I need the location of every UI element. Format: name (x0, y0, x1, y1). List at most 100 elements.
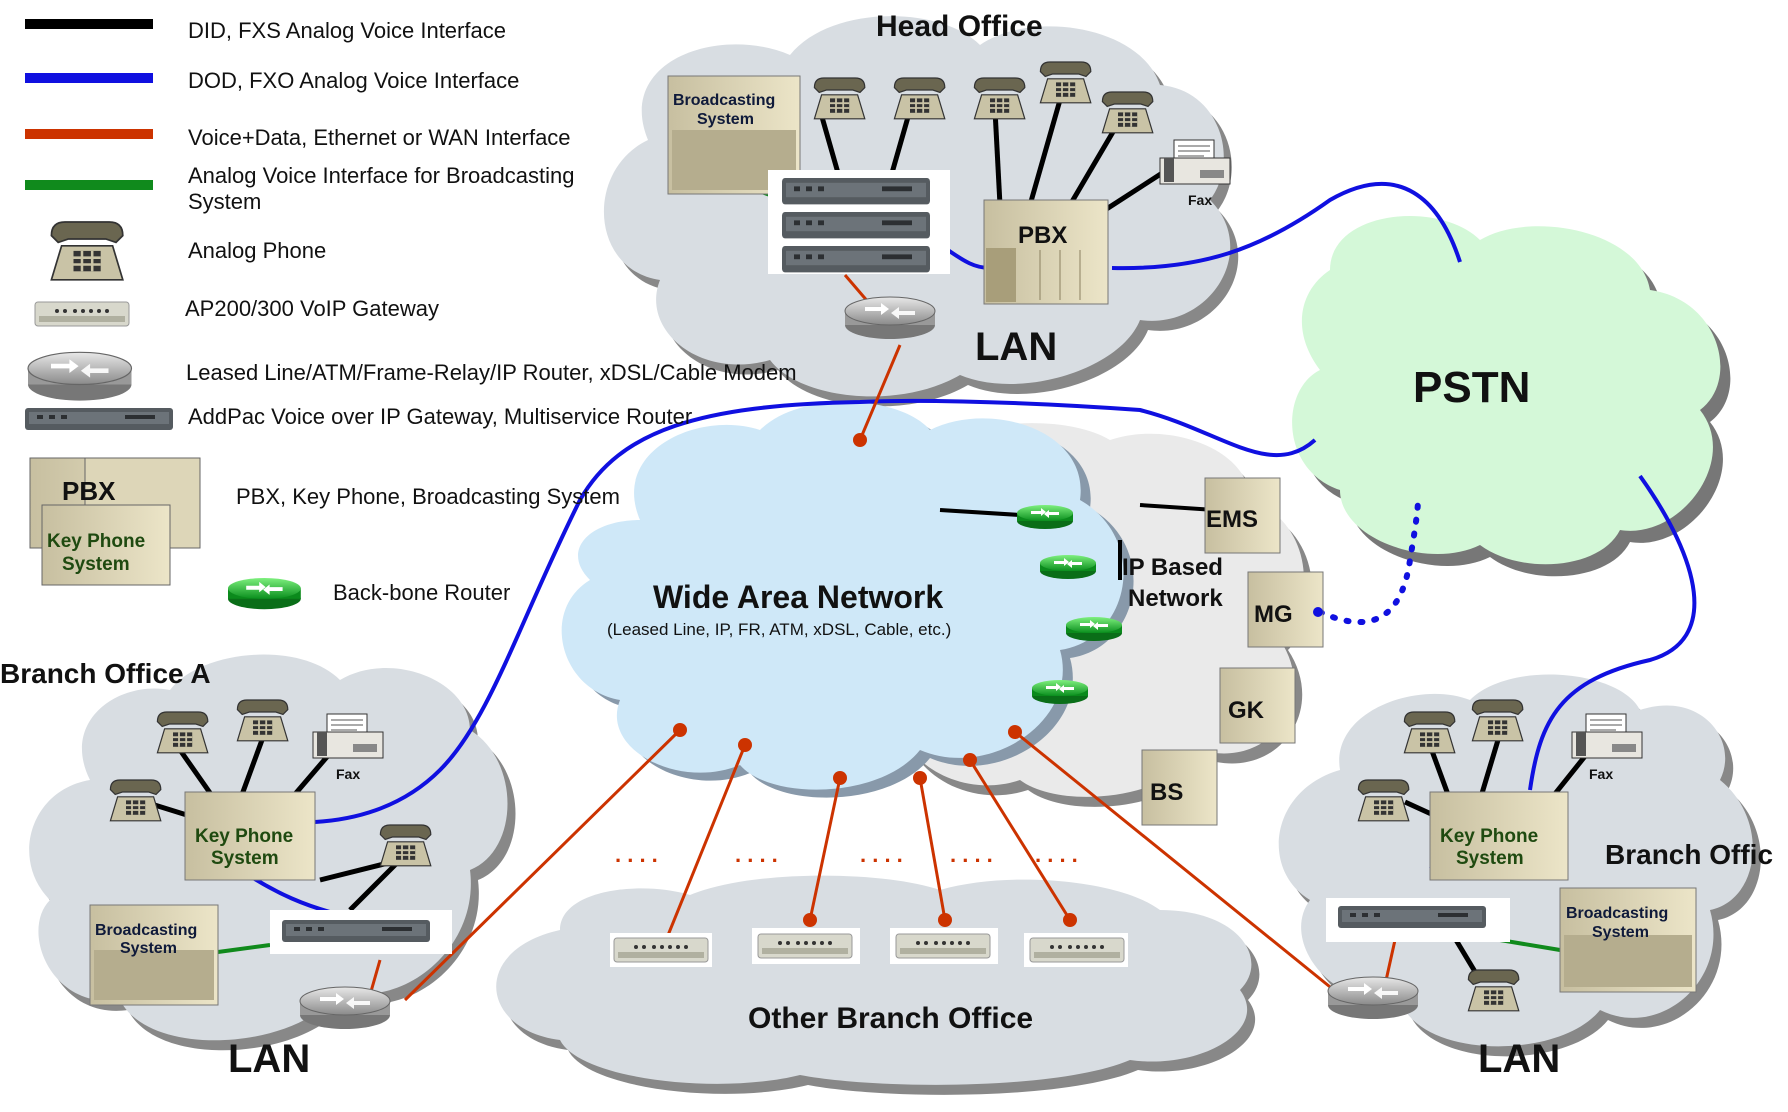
pbx-keyphone-icon: PBX Key Phone System (29, 457, 201, 586)
keyphone-label-2: System (211, 848, 279, 869)
legend-text-multiservice: AddPac Voice over IP Gateway, Multiservi… (188, 404, 692, 429)
ip-network-label-2: Network (1128, 585, 1223, 612)
head-router-icon (844, 296, 936, 340)
broadcasting-label-2: System (1592, 924, 1649, 941)
broadcasting-label-2: System (120, 940, 177, 957)
backbone-router-icon (228, 578, 301, 610)
phone-icon (1101, 91, 1154, 134)
legend-text-backbone: Back-bone Router (333, 580, 510, 605)
backbone-router-4 (1032, 680, 1088, 704)
legend-text-broadcast: Analog Voice Interface for Broadcasting (188, 163, 574, 188)
gk-label: GK (1228, 697, 1265, 724)
red-lines (368, 274, 1397, 1002)
ems-label: EMS (1206, 506, 1258, 533)
keyphone-label: Key Phone (195, 826, 293, 847)
phone-icon (1403, 711, 1456, 754)
branch-a-title: Branch Office A (0, 658, 211, 689)
black-dashes-ip (939, 503, 1216, 580)
legend-keyphone-label: Key Phone (47, 531, 145, 552)
legend-text-phone: Analog Phone (188, 238, 326, 263)
other-branch-cloud (496, 875, 1260, 1095)
legend-black-line (25, 19, 153, 29)
other-gateway-4 (1029, 937, 1125, 963)
black-lines (144, 99, 1600, 982)
ellipsis-row: . . . . . . . . . . . . . . . . . . . . (615, 842, 1078, 867)
legend-text-pbx: PBX, Key Phone, Broadcasting System (236, 484, 620, 509)
phone-icon (1357, 779, 1410, 822)
dotted-mg-pstn (1317, 497, 1421, 625)
phone-icon (109, 779, 162, 822)
gateway-unit (782, 178, 930, 205)
other-gateway-3 (895, 933, 991, 959)
wan-subtitle: (Leased Line, IP, FR, ATM, xDSL, Cable, … (607, 620, 951, 639)
head-office-title: Head Office (876, 10, 1043, 43)
legend-green-line (25, 180, 153, 190)
gateway-unit (782, 212, 930, 239)
branch-a-lan-label: LAN (228, 1037, 310, 1081)
other-gateway-1 (613, 937, 709, 963)
backbone-router-1 (1017, 505, 1073, 529)
branch-b-title: Branch Offic (1605, 839, 1773, 870)
head-pbx: PBX (983, 199, 1109, 305)
pbx-label: PBX (1018, 222, 1067, 249)
mg-link-dot (1313, 607, 1323, 617)
ellipsis: . . . . (950, 842, 993, 867)
branch-a-gateway (282, 920, 430, 942)
phone-icon (156, 711, 209, 754)
branch-a-keyphone: Key Phone System (184, 791, 316, 881)
head-fax-label: Fax (1188, 192, 1212, 208)
pstn-cloud (1292, 216, 1731, 577)
branch-b-fax-label: Fax (1589, 766, 1613, 782)
legend: DID, FXS Analog Voice Interface DOD, FXO… (25, 18, 797, 610)
legend-text-dod: DOD, FXO Analog Voice Interface (188, 68, 519, 93)
branch-a-fax-label: Fax (336, 766, 360, 782)
voip-gateway-icon (34, 301, 130, 327)
phone-icon (379, 824, 432, 867)
bs-server: BS (1141, 749, 1218, 826)
phone-icon (1467, 969, 1520, 1012)
backbone-router-3 (1066, 617, 1122, 641)
phone-icon (1039, 61, 1092, 104)
branch-a-router (299, 986, 391, 1030)
branch-b-router (1327, 976, 1419, 1020)
keyphone-label: Key Phone (1440, 826, 1538, 847)
keyphone-label-2: System (1456, 848, 1524, 869)
ellipsis: . . . . (860, 842, 903, 867)
branch-b-gateway (1338, 906, 1486, 928)
phone-icon (1471, 699, 1524, 742)
legend-text-voice-data: Voice+Data, Ethernet or WAN Interface (188, 125, 571, 150)
legend-blue-line (25, 73, 153, 83)
other-branch-label: Other Branch Office (748, 1002, 1033, 1035)
analog-phone-icon (50, 220, 125, 282)
broadcasting-label: Broadcasting (673, 92, 775, 109)
phone-icon (893, 77, 946, 120)
other-gateway-2 (757, 933, 853, 959)
wan-title: Wide Area Network (653, 579, 943, 615)
backbone-router-2 (1040, 555, 1096, 579)
branch-b-broadcasting: Broadcasting System (1559, 887, 1697, 993)
ip-network-label-1: IP Based (1122, 554, 1223, 581)
ems-server: EMS (1204, 477, 1281, 554)
gateway-unit (782, 246, 930, 273)
broadcasting-label: Broadcasting (1566, 905, 1668, 922)
wan-cloud (561, 401, 1134, 798)
broadcasting-label-2: System (697, 111, 754, 128)
bs-label: BS (1150, 779, 1183, 806)
legend-text-broadcast-2: System (188, 189, 261, 214)
multiservice-router-icon (25, 408, 173, 430)
ellipsis: . . . . (735, 842, 778, 867)
router-icon (27, 351, 133, 402)
legend-pbx-label: PBX (62, 476, 116, 506)
branch-b-keyphone: Key Phone System (1429, 791, 1569, 881)
legend-text-did: DID, FXS Analog Voice Interface (188, 18, 506, 43)
legend-system-label: System (62, 554, 130, 575)
phone-icon (813, 77, 866, 120)
branch-b-lan-label: LAN (1478, 1037, 1560, 1081)
ellipsis: . . . . (1035, 842, 1078, 867)
phone-icon (236, 699, 289, 742)
phone-icon (973, 77, 1026, 120)
ellipsis: . . . . (615, 842, 658, 867)
branch-a-broadcasting: Broadcasting System (89, 904, 219, 1006)
gk-server: GK (1219, 667, 1296, 744)
